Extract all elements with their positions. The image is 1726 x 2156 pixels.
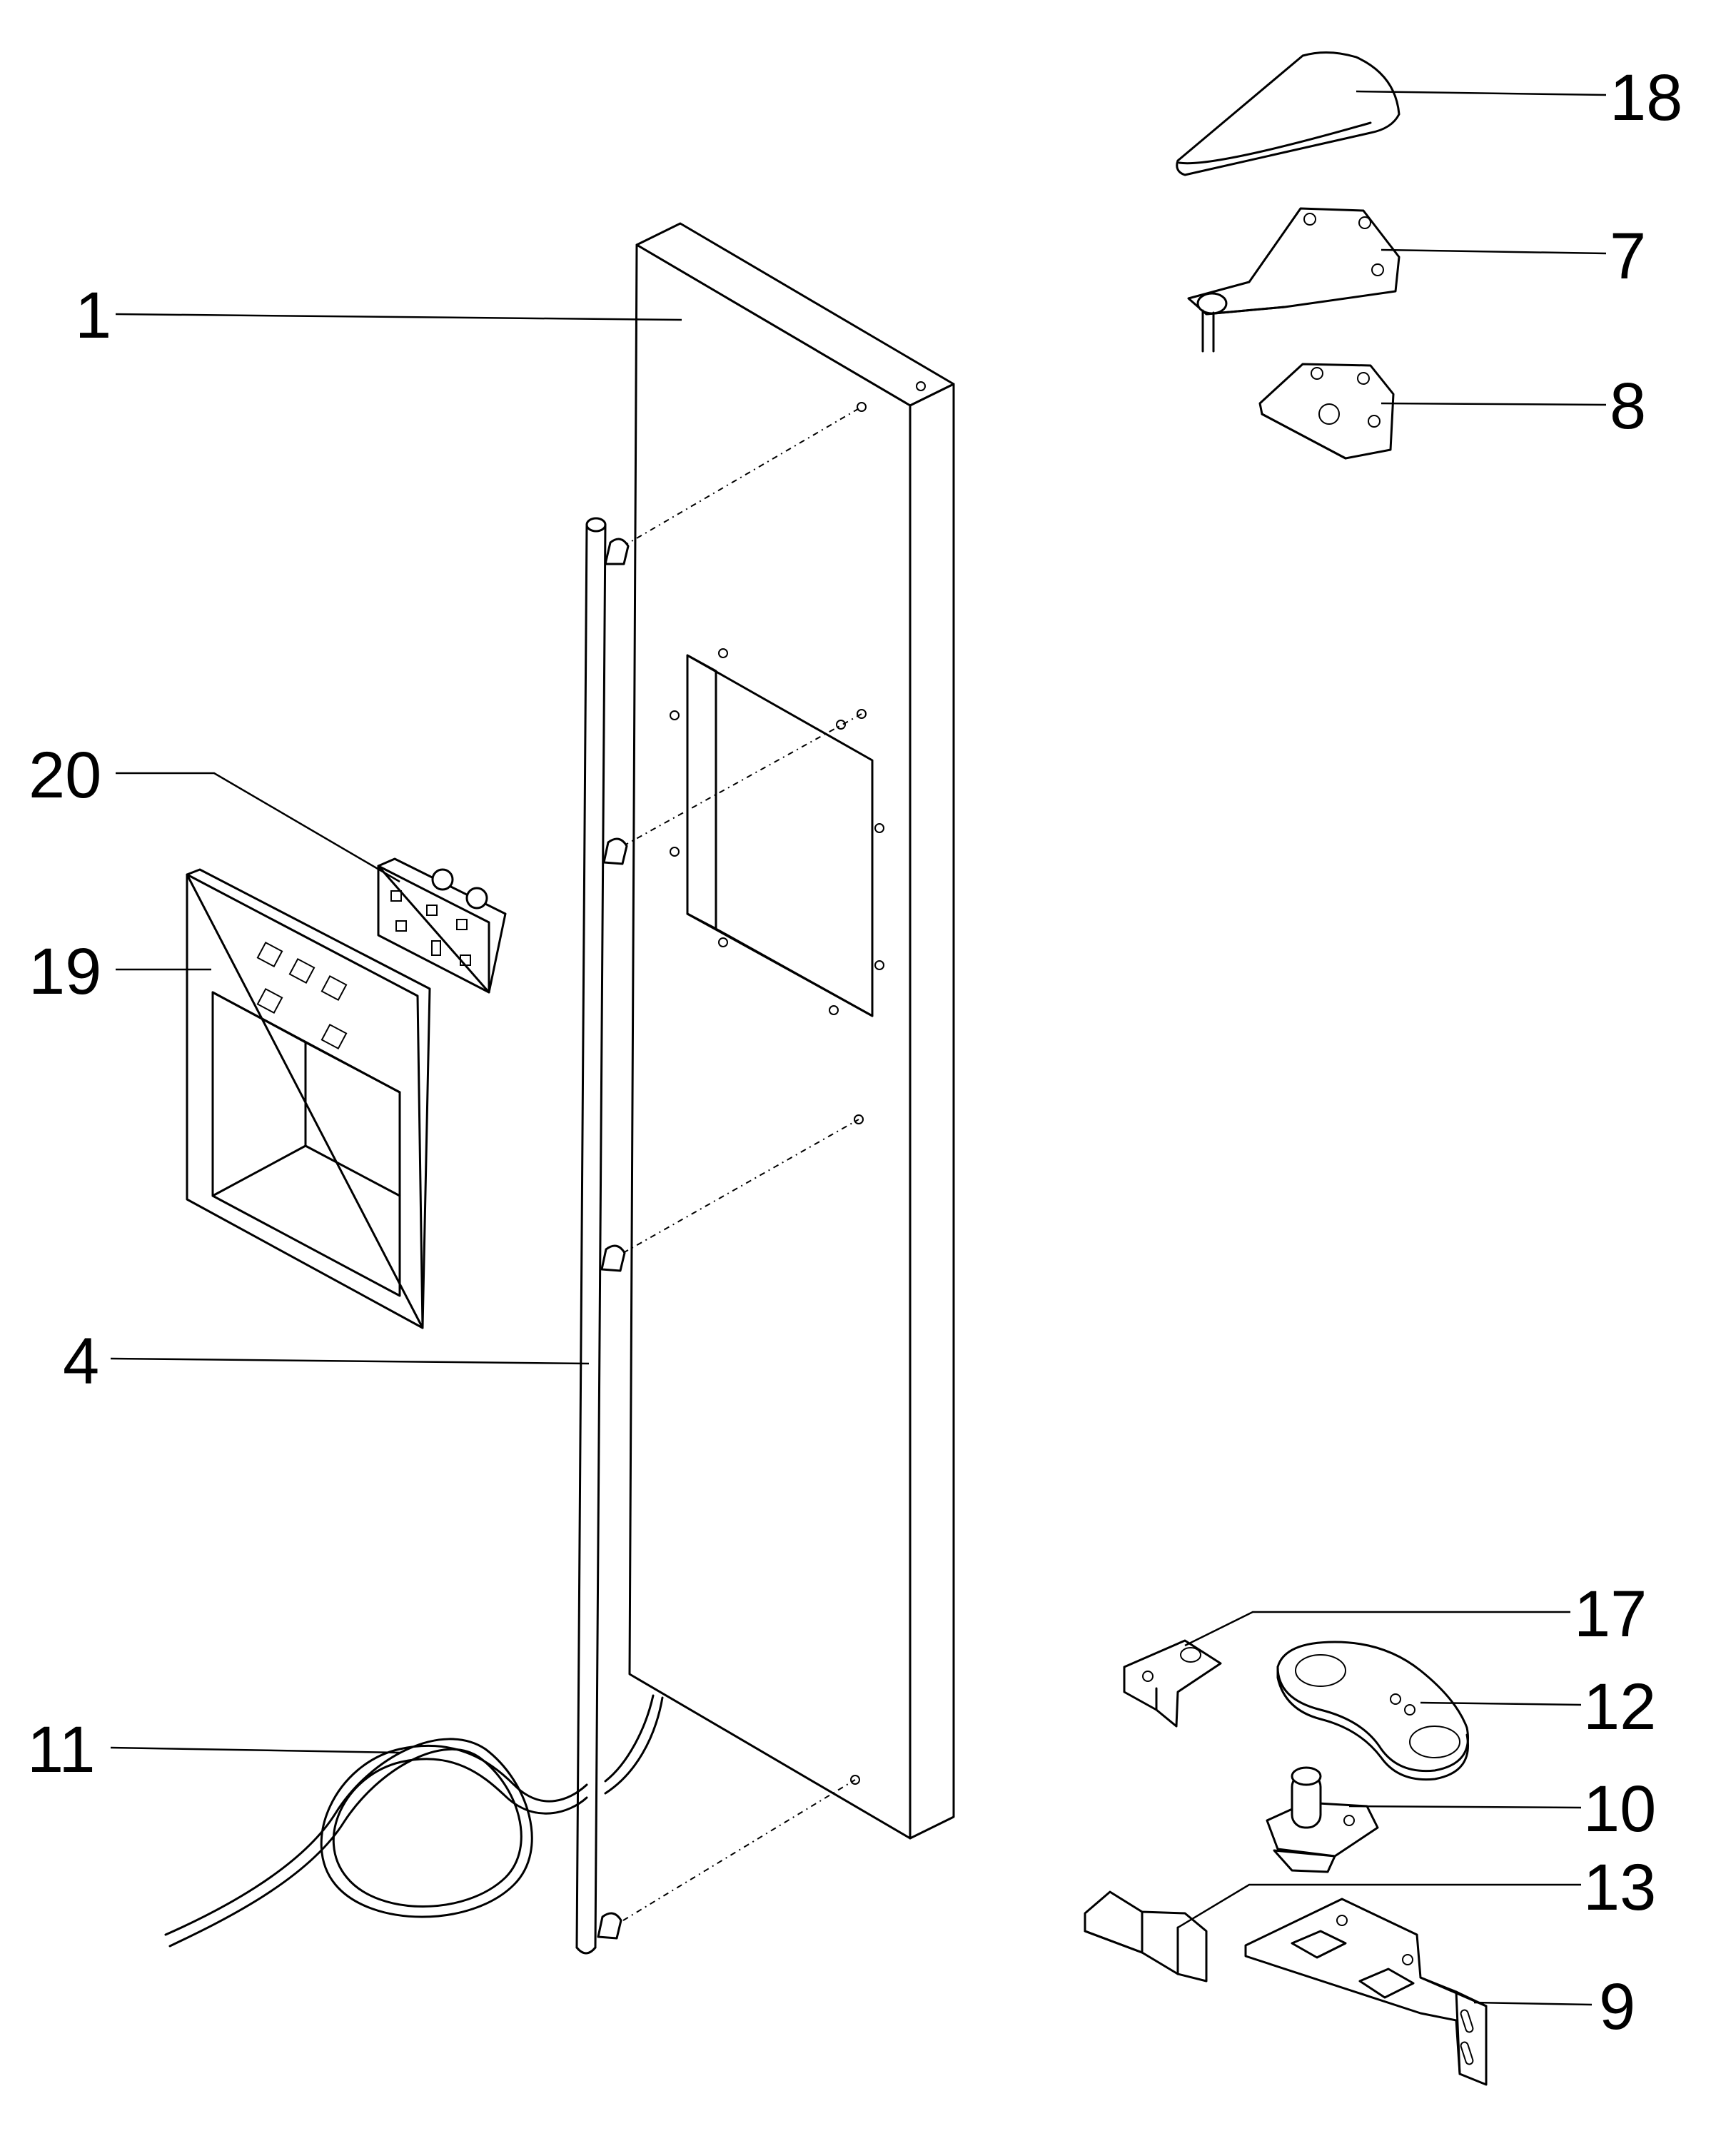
hinge-plate — [1276, 1641, 1469, 1781]
callout-8: 8 — [1610, 370, 1646, 443]
leader-lines — [110, 90, 1607, 2006]
callout-7: 7 — [1610, 220, 1646, 293]
water-tube — [164, 1694, 664, 1948]
callout-17: 17 — [1574, 1578, 1647, 1651]
callout-9: 9 — [1599, 1970, 1635, 2043]
alignment-lines — [622, 406, 862, 1921]
clip — [1084, 1890, 1208, 1983]
callout-13: 13 — [1583, 1851, 1656, 1924]
control-board — [377, 857, 507, 994]
hinge-shim — [1258, 363, 1395, 460]
small-bracket — [1123, 1639, 1222, 1728]
callout-10: 10 — [1583, 1773, 1656, 1845]
hinge-cover — [1176, 51, 1401, 176]
callout-11: 11 — [27, 1713, 96, 1786]
callout-4: 4 — [63, 1325, 99, 1398]
upper-hinge — [1187, 207, 1401, 353]
dispenser-faceplate — [186, 868, 431, 1329]
callout-20: 20 — [29, 739, 101, 812]
lower-hinge-bracket — [1244, 1898, 1488, 2086]
callout-12: 12 — [1583, 1671, 1656, 1743]
callout-labels: 1 4 7 8 9 10 11 12 13 17 18 19 20 — [27, 61, 1682, 2043]
door-handle — [575, 517, 630, 1955]
callout-18: 18 — [1610, 61, 1682, 134]
callout-1: 1 — [75, 279, 111, 352]
callout-19: 19 — [29, 935, 101, 1008]
hinge-pin — [1266, 1766, 1379, 1873]
door-panel — [628, 222, 955, 1840]
